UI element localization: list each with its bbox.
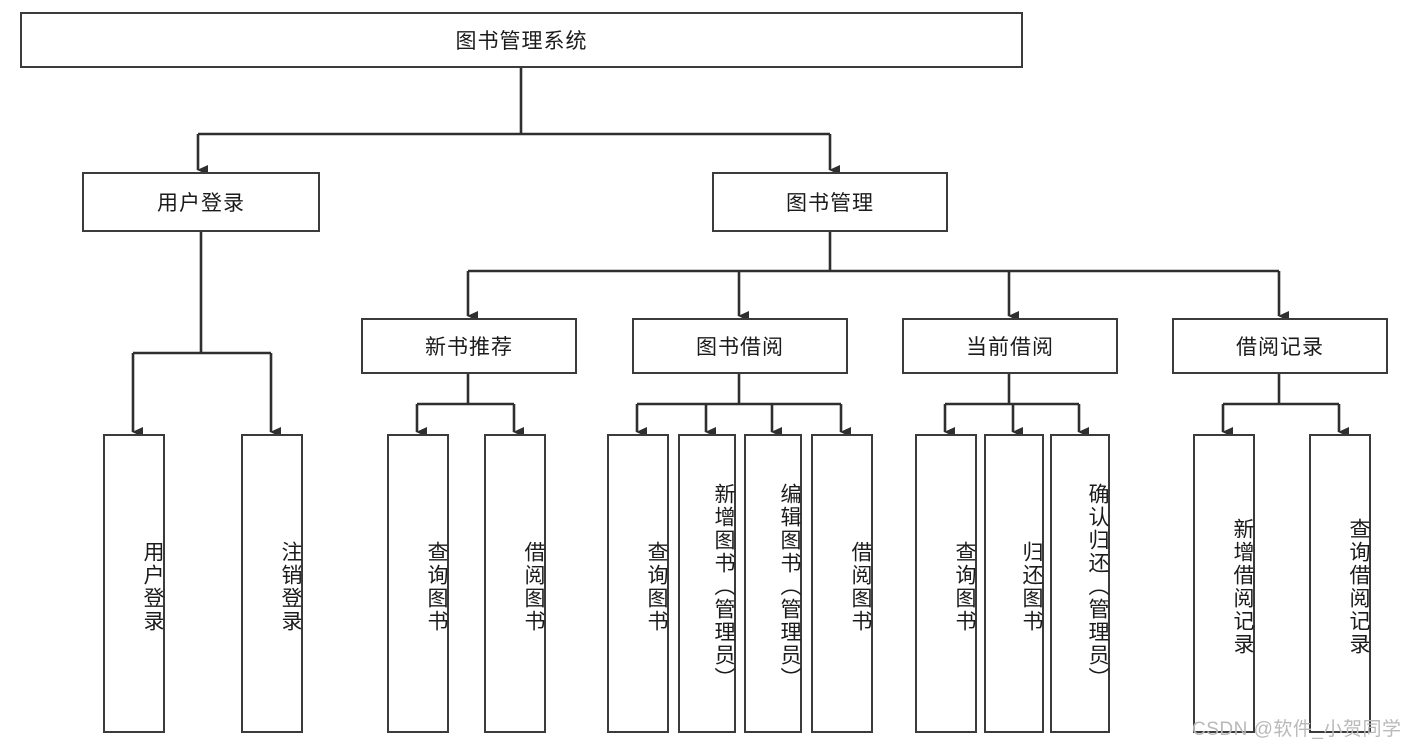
- node-label: 新增图书（管理员）: [712, 483, 735, 690]
- node-leaf-query-book-3[interactable]: 查询图书: [915, 434, 977, 733]
- node-book-borrow[interactable]: 图书借阅: [632, 318, 848, 374]
- node-label: 图书借阅: [696, 336, 784, 359]
- node-label: 新增借阅记录: [1231, 517, 1254, 656]
- node-label: 编辑图书（管理员）: [778, 483, 801, 690]
- node-leaf-user-logout[interactable]: 注销登录: [241, 434, 303, 733]
- node-user-login[interactable]: 用户登录: [82, 172, 320, 232]
- node-current-borrow[interactable]: 当前借阅: [902, 318, 1118, 374]
- node-leaf-add-book-admin[interactable]: 新增图书（管理员）: [678, 434, 736, 733]
- node-label: 用户登录: [141, 540, 164, 633]
- node-label: 当前借阅: [966, 336, 1054, 359]
- node-label: 借阅记录: [1236, 336, 1324, 359]
- node-label: 图书管理系统: [455, 30, 588, 53]
- node-label: 借阅图书: [849, 540, 872, 633]
- node-label: 用户登录: [157, 192, 245, 215]
- node-leaf-query-book-2[interactable]: 查询图书: [607, 434, 669, 733]
- csdn-watermark: CSDN @软件_小贺同学: [1192, 719, 1402, 740]
- node-leaf-query-borrow-record[interactable]: 查询借阅记录: [1309, 434, 1371, 733]
- node-new-book-recommend[interactable]: 新书推荐: [361, 318, 577, 374]
- node-label: 查询借阅记录: [1347, 517, 1370, 656]
- node-label: 借阅图书: [522, 540, 545, 633]
- node-label: 新书推荐: [425, 336, 513, 359]
- node-label: 查询图书: [953, 540, 976, 633]
- connector-lines: [131, 68, 1349, 437]
- node-leaf-query-book-1[interactable]: 查询图书: [387, 434, 449, 733]
- node-root[interactable]: 图书管理系统: [20, 12, 1023, 68]
- node-label: 注销登录: [279, 540, 302, 633]
- node-leaf-confirm-return-admin[interactable]: 确认归还（管理员）: [1050, 434, 1110, 733]
- node-leaf-return-book[interactable]: 归还图书: [984, 434, 1044, 733]
- node-label: 图书管理: [786, 192, 874, 215]
- node-leaf-borrow-book-2[interactable]: 借阅图书: [811, 434, 873, 733]
- node-leaf-borrow-book-1[interactable]: 借阅图书: [484, 434, 546, 733]
- node-leaf-edit-book-admin[interactable]: 编辑图书（管理员）: [744, 434, 802, 733]
- node-label: 归还图书: [1020, 540, 1043, 633]
- node-leaf-user-login[interactable]: 用户登录: [103, 434, 165, 733]
- node-label: 确认归还（管理员）: [1086, 483, 1109, 690]
- node-borrow-record[interactable]: 借阅记录: [1172, 318, 1388, 374]
- node-leaf-add-borrow-record[interactable]: 新增借阅记录: [1193, 434, 1255, 733]
- node-book-manage[interactable]: 图书管理: [712, 172, 948, 232]
- node-label: 查询图书: [645, 540, 668, 633]
- node-label: 查询图书: [425, 540, 448, 633]
